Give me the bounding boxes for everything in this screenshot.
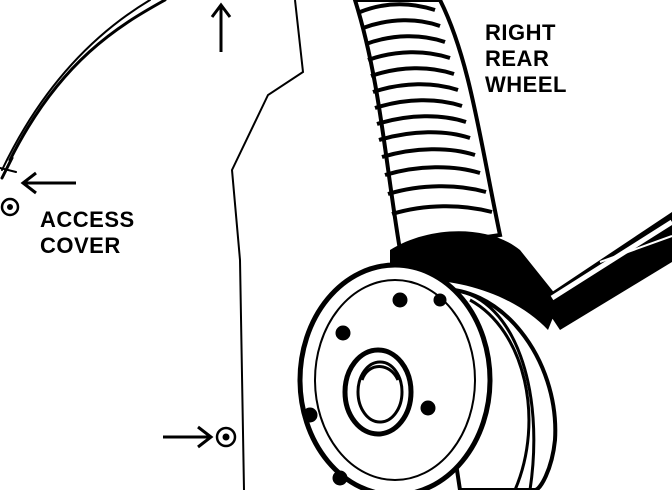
label-right-rear-wheel: RIGHT REAR WHEEL xyxy=(485,20,567,98)
panel-seam xyxy=(230,0,305,490)
label-access-cover: ACCESS COVER xyxy=(40,207,135,259)
label-line: WHEEL xyxy=(485,72,567,97)
label-line: RIGHT xyxy=(485,20,556,45)
drive-shaft xyxy=(540,212,672,330)
screw-icon xyxy=(215,426,237,448)
arrow-right-icon xyxy=(163,425,214,449)
arrow-left-icon xyxy=(20,171,76,195)
hub-band xyxy=(390,231,560,330)
screw-icon xyxy=(0,197,20,217)
label-line: COVER xyxy=(40,233,121,258)
body-panel xyxy=(0,0,167,180)
arrow-up-icon xyxy=(210,2,232,52)
wheel-hub xyxy=(297,262,558,490)
tire xyxy=(352,0,503,253)
label-line: ACCESS xyxy=(40,207,135,232)
label-line: REAR xyxy=(485,46,550,71)
